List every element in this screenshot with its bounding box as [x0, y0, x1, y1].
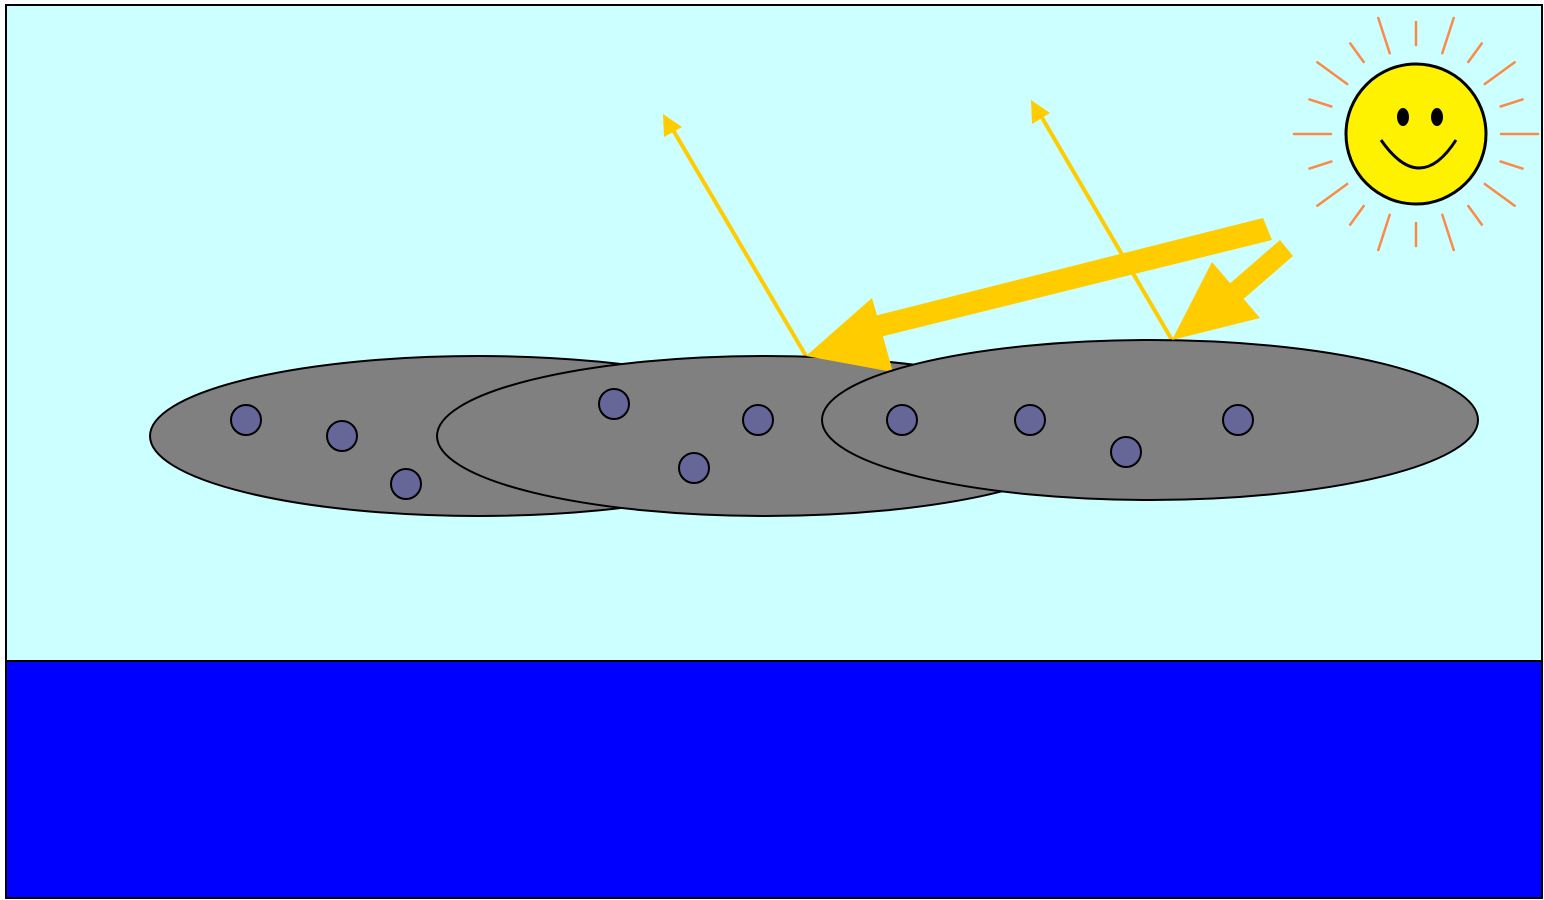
droplet-icon [887, 405, 917, 435]
sky [6, 5, 1542, 661]
ocean [6, 661, 1542, 898]
droplet-icon [327, 421, 357, 451]
droplet-icon [599, 389, 629, 419]
droplet-icon [1111, 437, 1141, 467]
droplet-icon [231, 405, 261, 435]
sun-face [1346, 64, 1486, 204]
cloud-right [822, 340, 1478, 500]
droplet-icon [743, 405, 773, 435]
droplet-icon [391, 469, 421, 499]
droplet-icon [1015, 405, 1045, 435]
droplet-icon [1223, 405, 1253, 435]
droplet-icon [679, 453, 709, 483]
sun-eye-left [1397, 108, 1409, 126]
sun-eye-right [1431, 108, 1443, 126]
